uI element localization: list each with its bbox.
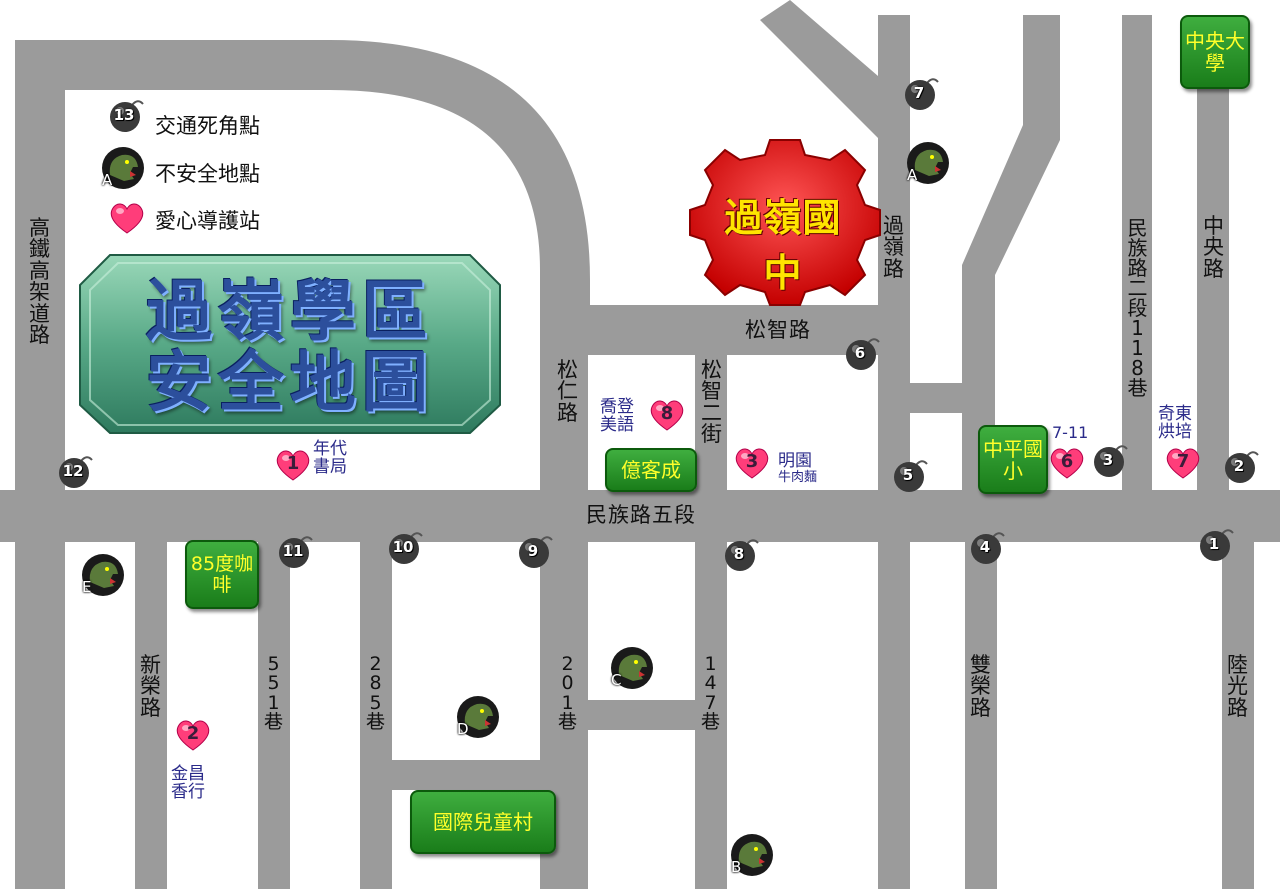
bomb-icon: 2 — [1223, 449, 1259, 485]
road-label-lane147: 147巷 — [700, 653, 721, 734]
heart-icon: 8 — [649, 397, 685, 433]
dinosaur-letter: C — [611, 671, 622, 689]
bomb-icon: 12 — [57, 454, 93, 490]
dinosaur-icon: C — [609, 645, 655, 691]
station-sublabel: 牛肉麵 — [778, 470, 818, 485]
dinosaur-icon: A — [905, 140, 951, 186]
road-label-songren: 松仁路 — [557, 358, 579, 425]
station-label: 7-11 — [1052, 423, 1089, 442]
title-panel-shape — [79, 254, 501, 434]
road-label-songzhi: 松智路 — [745, 318, 811, 342]
road-label-luguang: 陸光路 — [1227, 653, 1249, 720]
legend-blind-spot-label: 交通死角點 — [155, 114, 260, 138]
landmark-kids-village: 國際兒童村 — [410, 790, 556, 854]
landmark-cafe85: 85度咖啡 — [185, 540, 259, 609]
heart-number: 3 — [745, 451, 759, 472]
dinosaur-letter: B — [731, 858, 742, 876]
road-label-minzu-lane: 民族路二段118巷 — [1127, 216, 1149, 400]
heart-number: 1 — [286, 453, 300, 474]
bomb-icon: 1 — [1198, 527, 1234, 563]
road-label-lane285: 285巷 — [365, 653, 386, 734]
heart-icon: 7 — [1165, 445, 1201, 481]
heart-number: 7 — [1176, 451, 1190, 472]
heart-number: 6 — [1060, 451, 1074, 472]
bomb-icon: 9 — [517, 534, 553, 570]
heart-icon: 6 — [1049, 445, 1085, 481]
legend-dinosaur-letter: A — [102, 171, 113, 189]
bomb-icon: 10 — [387, 530, 423, 566]
bomb-number: 6 — [854, 344, 866, 362]
bomb-number: 9 — [527, 542, 539, 560]
heart-number: 8 — [660, 403, 674, 424]
heart-number: 2 — [186, 723, 200, 744]
station-label: 金昌香行 — [171, 764, 205, 803]
dinosaur-letter: D — [457, 720, 469, 738]
station-label: 奇東烘培 — [1158, 404, 1192, 443]
landmark-yikecheng: 億客成 — [605, 448, 697, 492]
dinosaur-icon: D — [455, 694, 501, 740]
dinosaur-letter: E — [82, 578, 92, 596]
road-label-songzhi2: 松智二街 — [701, 358, 723, 447]
heart-icon: 2 — [175, 717, 211, 753]
bomb-number: 5 — [902, 466, 914, 484]
road-label-guoling: 過嶺路 — [883, 214, 905, 281]
bomb-icon: 8 — [723, 537, 759, 573]
bomb-icon: 11 — [277, 534, 313, 570]
dinosaur-icon: E — [80, 552, 126, 598]
heart-icon: 1 — [275, 447, 311, 483]
road-label-lane551: 551巷 — [263, 653, 284, 734]
dinosaur-letter: A — [907, 166, 918, 184]
bomb-icon: 4 — [969, 530, 1005, 566]
dinosaur-icon: B — [729, 832, 775, 878]
road-label-xinrong: 新榮路 — [140, 653, 162, 720]
legend-guard-station-label: 愛心導護站 — [155, 209, 260, 233]
bomb-number: 4 — [979, 538, 991, 556]
legend-bomb-number: 13 — [113, 106, 135, 124]
bomb-icon: 6 — [844, 336, 880, 372]
map-title-line2: 安全地圖 — [146, 344, 434, 421]
bomb-number: 12 — [62, 462, 84, 480]
legend-bomb-icon: 13 — [108, 98, 144, 134]
road-label-zhongyang: 中央路 — [1203, 214, 1225, 281]
legend-heart-icon — [109, 200, 145, 236]
road-label-minzu5: 民族路五段 — [586, 503, 696, 527]
map-title: 過嶺學區 安全地圖 — [80, 262, 500, 432]
station-label: 年代書局 — [313, 439, 347, 478]
bomb-number: 10 — [392, 538, 414, 556]
road-label-hsr: 高鐵高架道路 — [29, 216, 51, 348]
heart-icon: 3 — [734, 445, 770, 481]
bomb-number: 11 — [282, 542, 304, 560]
road-label-lane201: 201巷 — [557, 653, 578, 734]
legend-dinosaur-icon: A — [100, 145, 146, 191]
road-label-shuangrong: 雙榮路 — [970, 653, 992, 720]
bomb-icon: 7 — [903, 76, 939, 112]
bomb-icon: 3 — [1092, 443, 1128, 479]
station-label: 明園 — [778, 451, 812, 471]
school-name: 過嶺國中 — [724, 196, 842, 295]
landmark-zhongping: 中平國小 — [978, 425, 1048, 494]
school-gear-shape — [689, 139, 881, 306]
bomb-number: 1 — [1208, 535, 1220, 553]
legend-unsafe-spot-label: 不安全地點 — [155, 162, 260, 186]
bomb-number: 7 — [913, 84, 925, 102]
bomb-number: 8 — [733, 545, 745, 563]
station-label: 喬登美語 — [600, 397, 634, 436]
bomb-number: 3 — [1102, 451, 1114, 469]
landmark-central-univ: 中央大學 — [1180, 15, 1250, 89]
map-title-line1: 過嶺學區 — [146, 272, 434, 350]
bomb-icon: 5 — [892, 458, 928, 494]
bomb-number: 2 — [1233, 457, 1245, 475]
